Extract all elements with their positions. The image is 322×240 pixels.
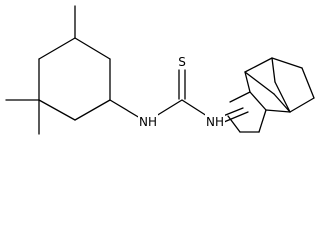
- nh-right-mask: [205, 113, 225, 128]
- sulfur-label: S: [178, 55, 186, 69]
- n-c-bond-left: [155, 99, 183, 117]
- cage-bond: [271, 57, 303, 69]
- nh-left-mask: [138, 113, 158, 128]
- atom-labels: S NH NH: [138, 54, 225, 129]
- nh-left-label: NH: [139, 115, 157, 129]
- cage-bond: [222, 107, 244, 117]
- ring-bond: [74, 37, 111, 60]
- cage-bond: [265, 109, 291, 113]
- cage-bond: [289, 97, 315, 113]
- ring-bond: [74, 99, 111, 121]
- thiourea-linker: [109, 69, 208, 119]
- cage-bond: [274, 81, 291, 113]
- cage-bond: [271, 57, 276, 83]
- cage-bond: [249, 91, 267, 111]
- ring-bond: [38, 99, 76, 121]
- chemical-structure: S NH NH: [5, 5, 315, 135]
- cage-bond: [258, 109, 267, 133]
- cage-bond: [273, 93, 291, 113]
- cage-bond: [244, 57, 273, 73]
- c-n-bond-left: [109, 99, 141, 119]
- ring-bond: [38, 37, 76, 60]
- cage-bond: [229, 91, 251, 103]
- c-n-bond-right: [181, 99, 208, 117]
- nh-right-label: NH: [206, 115, 224, 129]
- alkene-double-bond: [223, 111, 249, 123]
- sulfur-mask: [176, 54, 188, 69]
- cyclohexane-ring: [38, 37, 111, 121]
- methyl-groups: [5, 5, 76, 135]
- cage-bond: [301, 67, 315, 99]
- cage-bond: [227, 115, 241, 133]
- cage-bond: [244, 71, 275, 95]
- tricyclic-cage: [222, 57, 315, 133]
- cage-bond: [244, 71, 251, 93]
